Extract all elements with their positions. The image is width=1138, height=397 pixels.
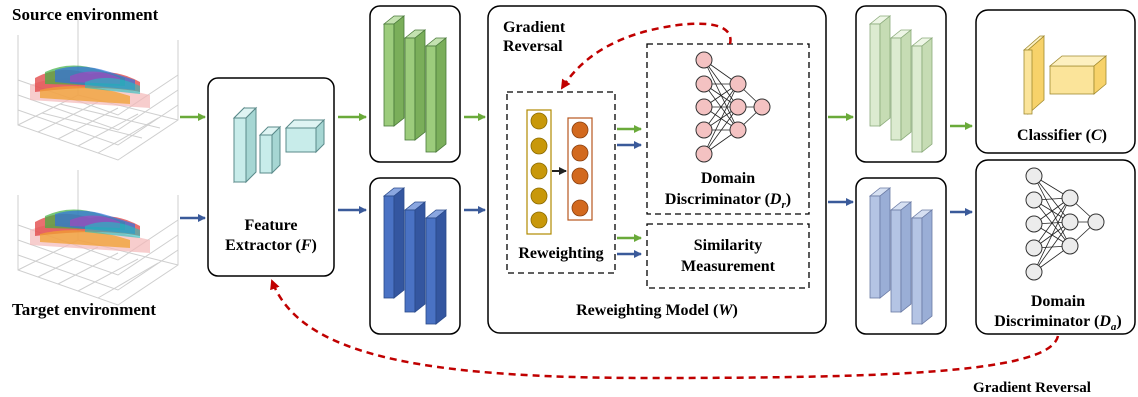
source-environment-label: Source environment <box>12 5 159 24</box>
gradient-reversal-bottom-label: Gradient Reversal <box>973 380 1091 396</box>
reweighting-output-layer-frame <box>567 117 593 221</box>
gradient-reversal-top-arrow <box>560 22 732 90</box>
domain-discriminator-r-network <box>695 51 771 163</box>
reweighting-module-box <box>506 91 616 274</box>
classifier-icon <box>1022 35 1108 115</box>
target-feature-blocks <box>382 187 448 325</box>
target-environment-plot <box>17 170 179 306</box>
feature-extractor-icon <box>232 106 326 184</box>
classifier-label: Classifier (C) <box>1017 127 1107 144</box>
domain-discriminator-a-line1: Domain <box>1031 293 1085 310</box>
source-feature-blocks <box>382 15 448 153</box>
reweighting-model-label: Reweighting Model (W) <box>576 302 738 319</box>
domain-discriminator-r-line2: Discriminator (Dr) <box>665 191 791 211</box>
domain-discriminator-r-line1: Domain <box>701 170 755 187</box>
feature-extractor-line1: Feature <box>244 217 297 234</box>
target-environment-label: Target environment <box>12 300 156 319</box>
reweighting-output-nodes <box>571 121 589 217</box>
weighted-target-feature-blocks <box>868 187 934 325</box>
source-environment-plot <box>17 15 179 161</box>
gradient-reversal-bottom-arrow <box>270 279 1060 380</box>
weighted-source-feature-blocks <box>868 15 934 153</box>
gradient-reversal-top-line1: Gradient <box>503 19 566 36</box>
similarity-measurement-box <box>646 223 810 289</box>
reweighting-input-layer-frame <box>526 109 552 235</box>
feature-extractor-line2: Extractor (F) <box>225 237 317 254</box>
gradient-reversal-top-line2: Reversal <box>503 38 563 55</box>
similarity-line1: Similarity <box>694 237 762 254</box>
domain-discriminator-a-line2: Discriminator (Da) <box>994 313 1121 333</box>
similarity-line2: Measurement <box>681 258 776 275</box>
reweighting-input-nodes <box>530 112 548 229</box>
domain-discriminator-r-box <box>646 43 810 215</box>
reweighting-label: Reweighting <box>518 245 603 262</box>
domain-discriminator-a-network <box>1025 167 1105 281</box>
